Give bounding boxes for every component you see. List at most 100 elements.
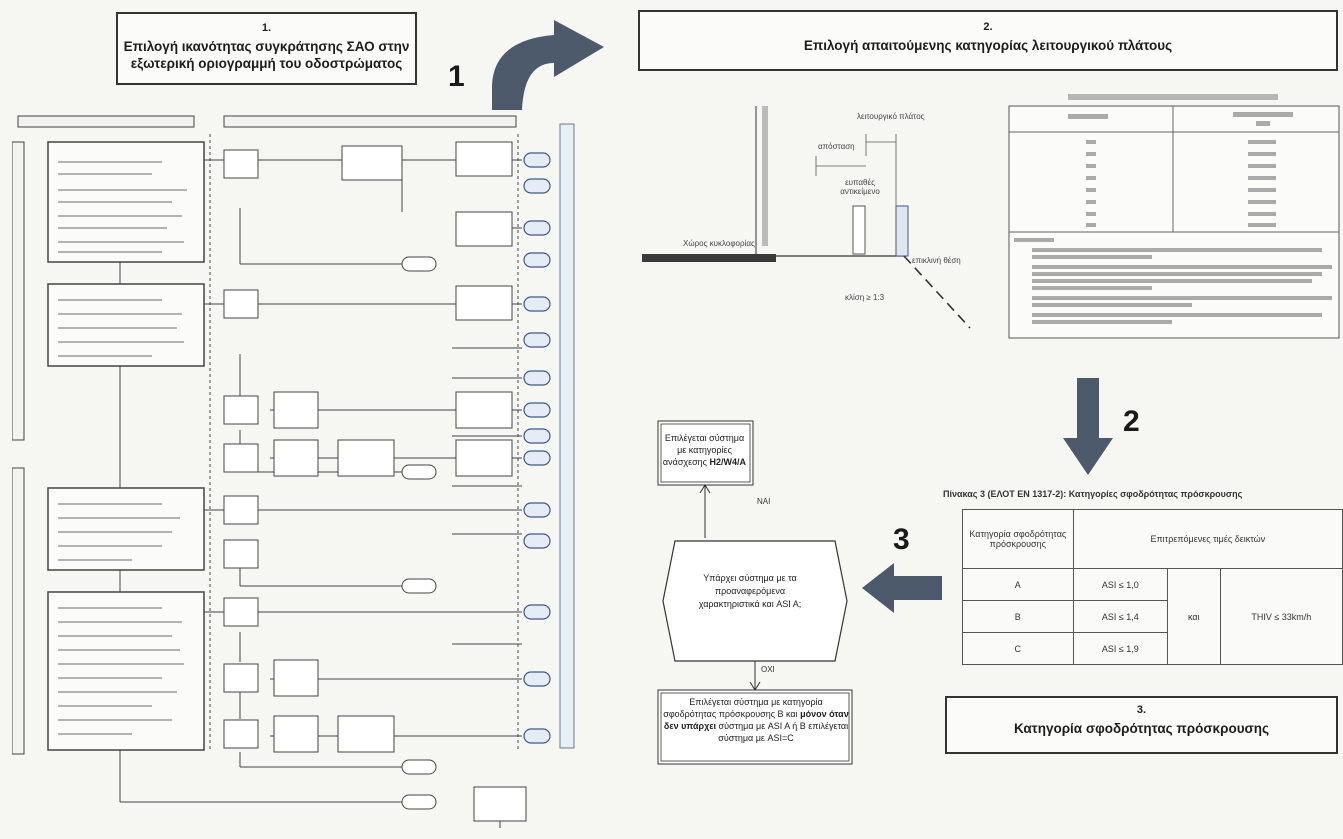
table3-asi: ASI ≤ 1,0 [1072, 568, 1168, 601]
flow-process-box [273, 391, 319, 429]
flow-process-box [223, 443, 259, 473]
flow-side-label-top [12, 141, 25, 441]
flow-process-box [273, 715, 319, 753]
bottom-result-emphasis: μόνον όταν δεν υπάρχει [663, 709, 849, 731]
flow-result-oval [523, 178, 551, 194]
flow-result-oval [523, 220, 551, 236]
flow-process-box [273, 659, 319, 697]
table3-cat: C [962, 632, 1074, 665]
left-arrow-icon [862, 563, 942, 613]
working-width-diagram [642, 106, 971, 329]
flow-result-oval [523, 152, 551, 168]
flow-result-oval [523, 370, 551, 386]
flow-result-bar [559, 123, 575, 749]
bottom-result-box [657, 689, 853, 765]
top-result-label: Επιλέγεται σύστημα με κατηγορίες ανάσχεσ… [662, 433, 745, 467]
flow-header-left [17, 115, 195, 128]
decision-flow [657, 420, 853, 765]
slope-label: κλίση ≥ 1:3 [845, 293, 885, 302]
arrow-number-2: 2 [1123, 405, 1140, 438]
step1-title-box: 1. Επιλογή ικανότητας συγκράτησης ΣΑΟ στ… [116, 12, 417, 85]
flow-condition-box-2 [47, 283, 205, 367]
step2-title: Επιλογή απαιτούμενης κατηγορίας λειτουργ… [803, 38, 1173, 53]
flow-process-box [223, 395, 259, 425]
flow-result-oval [523, 252, 551, 268]
flow-result-oval [523, 428, 551, 444]
flow-result-oval [523, 450, 551, 466]
bottom-result-part1: Επιλέγεται σύστημα με κατηγορία σφοδρότη… [663, 697, 823, 719]
top-result-category: H2/W4/A [709, 457, 747, 467]
flow-result-oval [523, 671, 551, 687]
traffic-space-label: Χώρος κυκλοφορίας [683, 239, 755, 248]
distance-label: απόσταση [818, 142, 855, 151]
table3-asi: ASI ≤ 1,4 [1072, 600, 1168, 633]
table-row: B ASI ≤ 1,4 [962, 600, 1343, 633]
step2-number: 2. [983, 21, 993, 33]
flow-terminal-oval [401, 578, 437, 594]
embankment-label: επικλινή θέση [912, 256, 961, 265]
step3-title: Κατηγορία σφοδρότητας πρόσκρουσης [1013, 721, 1270, 736]
flow-process-box [273, 439, 319, 477]
flow-side-label-bottom [12, 467, 25, 755]
arrow-number-3: 3 [893, 523, 910, 556]
bottom-result-text: Επιλέγεται σύστημα με κατηγορία σφοδρότη… [663, 696, 849, 744]
flowchart-step1 [12, 115, 575, 828]
step3-number: 3. [1136, 704, 1147, 716]
no-label: ΟΧΙ [761, 665, 775, 674]
table3-cat: A [962, 568, 1074, 601]
working-width-label: λειτουργικό πλάτος [857, 112, 925, 121]
flow-header-right [223, 115, 517, 128]
yes-label: ΝΑΙ [757, 497, 771, 506]
flow-terminal-oval [401, 464, 437, 480]
flow-process-box [455, 391, 513, 429]
flow-process-box [223, 663, 259, 693]
step1-title-line2: εξωτερική οριογραμμή του οδοστρώματος [130, 56, 403, 71]
decision-hexagon [662, 540, 848, 662]
table-row: C ASI ≤ 1,9 [962, 632, 1343, 665]
down-arrow-icon [1063, 378, 1113, 475]
barrier-post [895, 205, 909, 257]
step1-title-line1: Επιλογή ικανότητας συγκράτησης ΣΑΟ στην [123, 39, 410, 54]
flow-result-oval [523, 332, 551, 348]
table3-caption: Πίνακας 3 (ΕΛΟΤ ΕΝ 1317-2): Κατηγορίες σ… [943, 489, 1243, 499]
flow-process-box [455, 141, 513, 177]
bottom-result-part2: σύστημα με ASI A ή B επιλέγεται σύστημα … [718, 721, 849, 743]
arrow-number-1: 1 [448, 60, 465, 93]
flow-process-box [223, 149, 259, 179]
flow-result-oval [523, 402, 551, 418]
flow-process-box [337, 439, 395, 477]
flow-condition-box-4 [47, 591, 205, 751]
decision-question: Υπάρχει σύστημα με τα προαναφερόμενα χαρ… [698, 573, 802, 609]
working-width-table [1008, 94, 1340, 339]
flow-process-box [341, 145, 403, 181]
top-result-box [657, 420, 754, 486]
flow-process-box [223, 289, 259, 319]
flow-process-box [223, 597, 259, 627]
edge-line-label-placeholder [762, 106, 768, 246]
flow-process-box [473, 786, 527, 822]
top-result-text: Επιλέγεται σύστημα με κατηγορίες ανάσχεσ… [661, 432, 748, 468]
flow-result-oval [523, 296, 551, 312]
flow-terminal-oval [401, 256, 437, 272]
flow-process-box [223, 539, 259, 569]
table3-asi: ASI ≤ 1,9 [1072, 632, 1168, 665]
impact-severity-table: Κατηγορία σφοδρότητας πρόσκρουσης Επιτρε… [962, 509, 1343, 665]
flow-terminal-oval [401, 794, 437, 810]
flow-result-oval [523, 728, 551, 744]
step1-number: 1. [261, 22, 272, 34]
obstacle-label: ευπαθές αντικείμενο [840, 178, 880, 196]
flow-condition-box-3 [47, 487, 205, 571]
flow-result-oval [523, 502, 551, 518]
obstacle-post [852, 205, 866, 255]
curved-arrow-icon [492, 20, 604, 110]
flow-process-box [223, 495, 259, 525]
flow-result-oval [523, 604, 551, 620]
flow-process-box [455, 439, 513, 477]
table3-thiv: THIV ≤ 33km/h [1219, 568, 1343, 665]
table3-col1-header: Κατηγορία σφοδρότητας πρόσκρουσης [962, 509, 1074, 569]
table3-cat: B [962, 600, 1074, 633]
flow-process-box [455, 211, 513, 247]
flow-terminal-oval [401, 759, 437, 775]
table3-join: και [1166, 568, 1221, 665]
table-row: A ASI ≤ 1,0 και THIV ≤ 33km/h [962, 568, 1343, 665]
